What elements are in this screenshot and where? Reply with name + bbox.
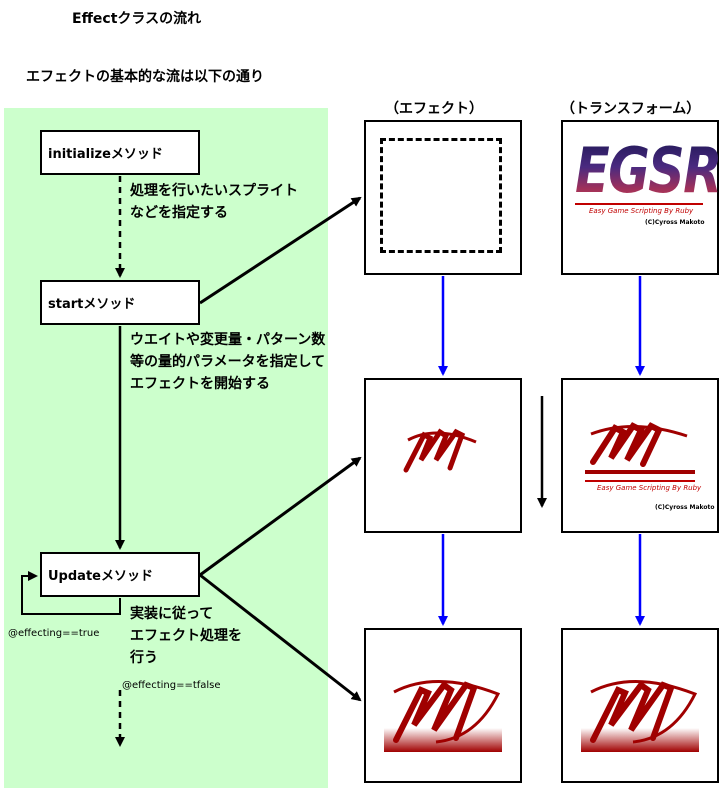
transform-panel-initial: EGSR Easy Game Scripting By Ruby (C)Cyro…: [561, 120, 722, 275]
update-note-line: 実装に従って: [130, 606, 214, 622]
egsr-subtitle: Easy Game Scripting By Ruby: [589, 207, 694, 215]
start-note: ウエイトや変更量・パターン数 等の量的パラメータを指定して エフェクトを開始する: [130, 329, 325, 395]
egsr-logo: EGSR Easy Game Scripting By Ruby (C)Cyro…: [575, 134, 724, 226]
mid-logo-copyright: (C)Cyross Makoto: [655, 504, 715, 511]
full-m-logo: [384, 680, 502, 752]
update-note-line: エフェクト処理を: [130, 628, 242, 644]
page-title: Effectクラスの流れ: [72, 11, 202, 27]
dashed-sprite-frame: [380, 138, 502, 253]
transition-m-logo: [585, 422, 695, 482]
final-m-logo: [581, 680, 699, 752]
transform-panel-final: [561, 628, 719, 783]
initialize-method-label: initializeメソッド: [48, 147, 163, 162]
flow-panel: [4, 108, 328, 788]
update-to-mid-panel-arrow: [199, 456, 362, 577]
effect-panel-mid: [364, 378, 522, 533]
update-method-label: Updateメソッド: [48, 569, 153, 584]
update-note-line: 行う: [130, 650, 158, 666]
update-to-final-panel-arrow: [199, 573, 362, 702]
start-method-label: startメソッド: [48, 297, 136, 312]
mid-logo-subtitle: Easy Game Scripting By Ruby: [597, 484, 702, 492]
start-note-line: エフェクトを開始する: [130, 376, 270, 392]
initialize-note-line: 処理を行いたいスプライト: [130, 183, 298, 199]
start-to-panel-arrow: [199, 196, 362, 305]
update-loop-arrow: [21, 571, 121, 615]
start-method-box: startメソッド: [40, 280, 200, 325]
start-note-line: 等の量的パラメータを指定して: [130, 354, 326, 370]
initialize-note: 処理を行いたいスプライト などを指定する: [130, 180, 298, 224]
partial-m-logo: [403, 428, 477, 473]
logo-underline: [575, 203, 703, 205]
exit-condition-label: @effecting==tfalse: [122, 680, 221, 691]
page-subtitle: エフェクトの基本的な流は以下の通り: [26, 69, 264, 85]
update-note: 実装に従って エフェクト処理を 行う: [130, 603, 242, 669]
effect-panel-final: [364, 628, 522, 783]
loop-condition-label: @effecting==true: [8, 628, 100, 639]
initialize-method-box: initializeメソッド: [40, 130, 200, 175]
egsr-logo-text: EGSR: [575, 134, 722, 207]
initialize-note-line: などを指定する: [130, 205, 228, 221]
transform-panel-mid: Easy Game Scripting By Ruby (C)Cyross Ma…: [561, 378, 719, 533]
effect-column-header: （エフェクト）: [385, 101, 483, 117]
effect-panel-initial: [364, 120, 522, 275]
update-method-box: Updateメソッド: [40, 552, 200, 597]
transform-column-header: （トランスフォーム）: [561, 101, 701, 117]
start-note-line: ウエイトや変更量・パターン数: [130, 332, 326, 348]
egsr-copyright: (C)Cyross Makoto: [645, 219, 705, 226]
